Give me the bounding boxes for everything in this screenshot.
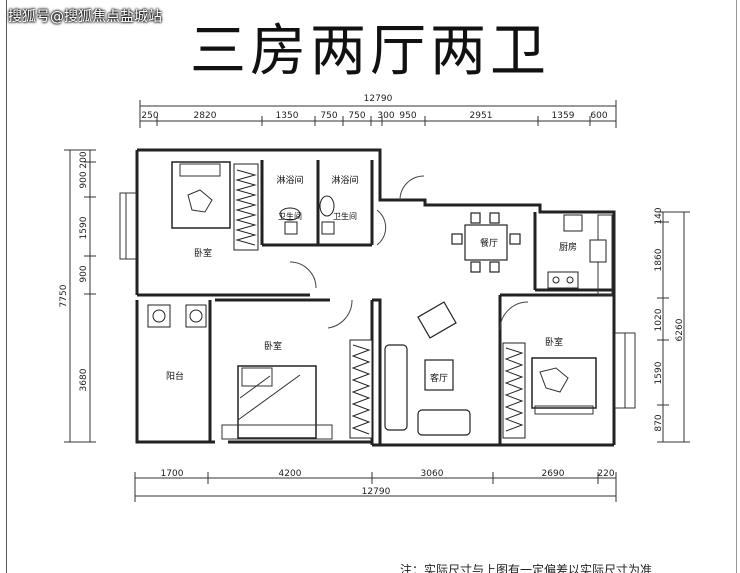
bottom-seg-dim: 2690	[542, 469, 565, 479]
bottom-total-dim: 12790	[362, 487, 391, 497]
room-label-bedroom2: 卧室	[264, 340, 282, 352]
left-seg-dim: 3680	[79, 368, 89, 391]
dining-table	[451, 212, 521, 273]
top-seg-dim: 600	[590, 111, 607, 121]
top-seg-dim: 250	[141, 111, 158, 121]
left-border	[6, 0, 7, 573]
left-seg-dim: 200	[79, 151, 89, 168]
top-seg-dim: 1350	[276, 111, 299, 121]
top-total-dim: 12790	[364, 94, 393, 104]
right-seg-dim: 1590	[654, 361, 664, 384]
top-seg-dim: 2951	[470, 111, 493, 121]
top-seg-dim: 750	[320, 111, 337, 121]
right-seg-dim: 1860	[654, 248, 664, 271]
bottom-seg-dim: 3060	[421, 469, 444, 479]
bath-fixtures	[279, 195, 335, 235]
plan-title: 三房两厅两卫	[190, 19, 550, 84]
top-seg-dim: 750	[348, 111, 365, 121]
doors	[289, 175, 529, 331]
right-seg-dim: 140	[654, 207, 664, 224]
living-furniture	[384, 301, 471, 436]
room-label-living: 客厅	[430, 372, 448, 384]
top-seg-dim: 2820	[194, 111, 217, 121]
left-seg-dim: 900	[79, 171, 89, 188]
right-total-dim: 6260	[675, 318, 685, 341]
washer	[147, 304, 207, 328]
bottom-seg-dim: 4200	[279, 469, 302, 479]
room-label-toilet1: 卫生间	[278, 211, 302, 221]
room-label-bath2: 淋浴间	[331, 174, 358, 186]
left-seg-dim: 1590	[79, 216, 89, 239]
right-seg-dim: 1020	[654, 308, 664, 331]
left-seg-dim: 900	[79, 265, 89, 282]
kitchen-fixtures	[547, 214, 607, 289]
footnote: 注：实际尺寸与上图有一定偏差以实际尺寸为准	[400, 563, 653, 573]
watermark: 搜狐号@搜狐焦点盐城站	[8, 9, 162, 25]
right-seg-dim: 870	[654, 414, 664, 431]
bottom-seg-dim: 1700	[161, 469, 184, 479]
room-label-bedroom1: 卧室	[194, 247, 212, 259]
room-label-bath1: 淋浴间	[276, 174, 303, 186]
left-total-dim: 7750	[59, 284, 69, 307]
walls	[135, 148, 616, 447]
top-seg-dim: 300	[377, 111, 394, 121]
room-label-toilet2: 卫生间	[333, 211, 357, 221]
room-label-bedroom3: 卧室	[545, 336, 563, 348]
room-label-kitchen: 厨房	[559, 241, 577, 253]
room-label-dining: 餐厅	[480, 237, 498, 249]
right-border	[736, 0, 737, 573]
top-seg-dim: 1359	[552, 111, 575, 121]
room-label-balcony: 阳台	[166, 370, 184, 382]
top-seg-dim: 950	[399, 111, 416, 121]
bottom-seg-dim: 220	[597, 469, 614, 479]
